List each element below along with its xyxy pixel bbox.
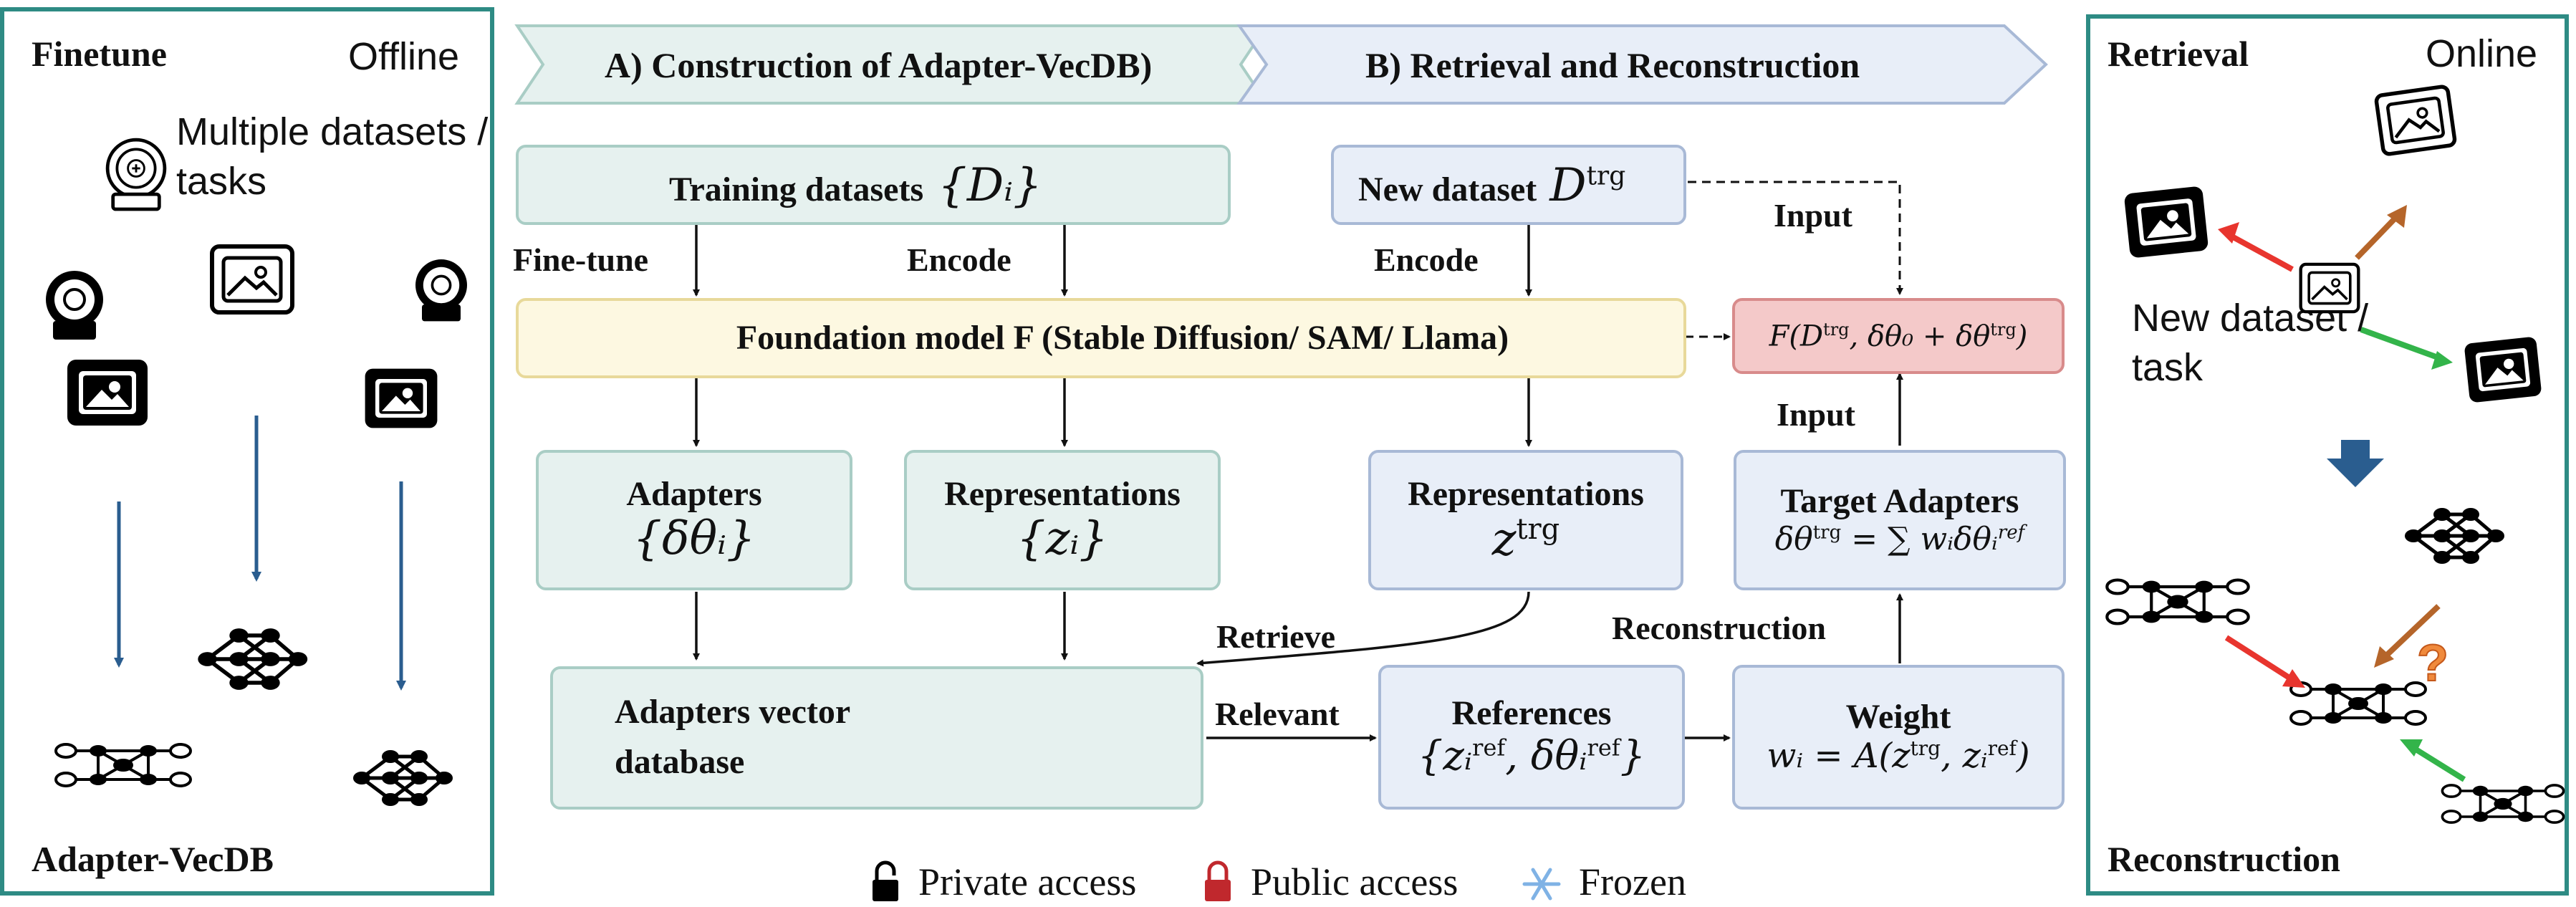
representations-left-math: {zᵢ} [1016, 512, 1109, 566]
new-dataset-task-label: New dataset / task [2132, 297, 2369, 390]
online-panel [2086, 14, 2569, 896]
foundation-model-box: Foundation model F (Stable Diffusion/ SA… [516, 298, 1686, 378]
image-icon-1 [67, 360, 148, 426]
network-icon-left [2107, 580, 2248, 624]
offline-panel [0, 7, 494, 896]
online-mode-label: Online [2426, 32, 2538, 75]
references-title: References [1451, 694, 1612, 733]
weight-math: wᵢ = A(ztrg, zᵢref) [1767, 736, 2030, 777]
representations-left-box: Representations {zᵢ} [904, 450, 1221, 590]
network-icon-3 [353, 750, 453, 806]
target-adapters-title: Target Adapters [1780, 482, 2019, 521]
vecdb-box: Adapters vector database [550, 666, 1203, 810]
datasets-tasks-label: Multiple datasets / tasks [176, 110, 489, 203]
output-math: F(Dtrg, δθ₀ + δθtrg) [1769, 319, 2028, 353]
legend-private-label: Private access [918, 860, 1137, 903]
training-datasets-title: Training datasets [669, 171, 924, 208]
network-icon-bottom [2441, 784, 2565, 824]
weight-box: Weight wᵢ = A(ztrg, zᵢref) [1732, 665, 2065, 810]
mri-scanner-icon [105, 138, 167, 211]
legend-public-lock-icon [1205, 860, 1231, 901]
finetune-edge-label: Fine-tune [513, 241, 649, 278]
legend-private-lock-icon [873, 860, 898, 901]
banner-step-a: A) Construction of Adapter-VecDB) [605, 45, 1153, 85]
representations-left-title: Representations [944, 475, 1181, 514]
target-adapters-math: δθtrg = ∑ wᵢδθᵢref [1774, 520, 2025, 557]
encode-left-edge-label: Encode [907, 241, 1011, 278]
image-icon-right [2464, 336, 2542, 403]
vecdb-line2: database [615, 743, 745, 781]
legend-public-label: Public access [1251, 860, 1458, 903]
finetune-heading: Finetune [32, 34, 167, 74]
banner-step-b: B) Retrieval and Reconstruction [1365, 45, 1860, 85]
image-icon-left [2123, 186, 2209, 259]
network-icon-2 [54, 743, 192, 787]
legend-snowflake-icon [1522, 868, 1561, 901]
input-mid-edge-label: Input [1777, 396, 1855, 433]
relevant-edge-label: Relevant [1215, 696, 1340, 732]
representations-right-box: Representations ztrg [1368, 450, 1683, 590]
vecdb-line1: Adapters vector [615, 693, 851, 731]
reconstruction-heading: Reconstruction [2108, 839, 2340, 879]
offline-mode-label: Offline [348, 35, 460, 78]
new-dataset-math: Dtrg [1549, 159, 1626, 212]
references-box: References {zᵢref, δθᵢref} [1378, 665, 1685, 810]
representations-right-math: ztrg [1491, 512, 1560, 566]
references-math: {zᵢref, δθᵢref} [1417, 732, 1646, 779]
image-icon-2 [365, 368, 438, 428]
input-top-edge-label: Input [1774, 197, 1852, 234]
image-icon-top [2375, 86, 2455, 155]
question-mark-icon: ? [2417, 635, 2448, 692]
image-icon-outline-1 [212, 246, 292, 312]
retrieval-heading: Retrieval [2108, 34, 2249, 74]
training-datasets-math: {Dᵢ} [938, 159, 1042, 212]
foundation-model-title: Foundation model F (Stable Diffusion/ SA… [736, 318, 1509, 357]
output-box: F(Dtrg, δθ₀ + δθtrg) [1732, 298, 2065, 374]
encode-right-edge-label: Encode [1374, 241, 1479, 278]
network-icon-center [2289, 681, 2427, 726]
representations-right-title: Representations [1408, 474, 1644, 513]
scanner-icon-1 [44, 269, 105, 341]
scanner-icon-2 [414, 258, 468, 323]
retrieve-edge-label: Retrieve [1216, 618, 1335, 655]
new-dataset-box: New dataset Dtrg [1331, 145, 1686, 225]
adapters-math: {δθᵢ} [633, 512, 756, 566]
network-icon-top [2405, 508, 2504, 564]
training-datasets-box: Training datasets {Dᵢ} [516, 145, 1231, 225]
new-dataset-title: New dataset [1358, 171, 1537, 208]
legend-frozen-label: Frozen [1579, 860, 1686, 903]
reconstruction-edge-label: Reconstruction [1612, 610, 1826, 646]
down-arrow-icon [2327, 440, 2384, 487]
network-icon-1 [198, 628, 307, 690]
adapters-box: Adapters {δθᵢ} [536, 450, 852, 590]
adapter-vecdb-label: Adapter-VecDB [32, 839, 274, 879]
query-image-icon [2301, 264, 2359, 312]
target-adapters-box: Target Adapters δθtrg = ∑ wᵢδθᵢref [1734, 450, 2066, 590]
adapters-title: Adapters [626, 475, 762, 514]
weight-title: Weight [1845, 697, 1951, 736]
